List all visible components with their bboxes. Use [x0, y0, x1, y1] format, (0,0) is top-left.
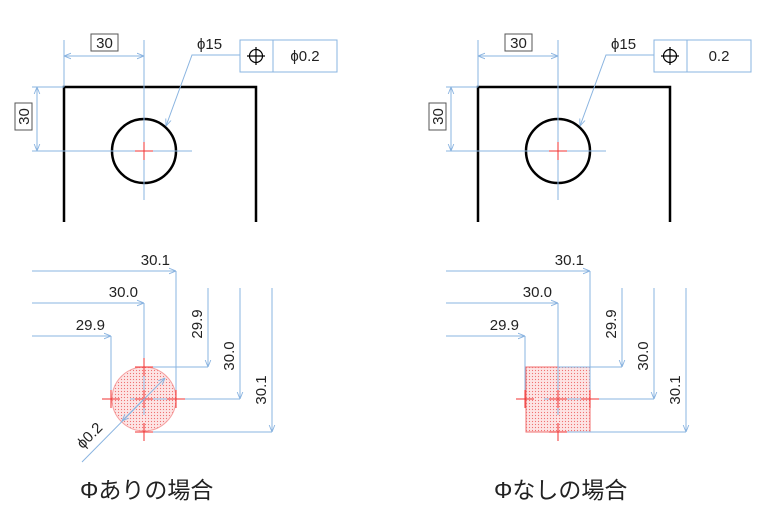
fcf-tolerance: 0.2: [709, 48, 730, 65]
hole-diameter-label: ϕ15: [197, 36, 222, 53]
caption: Φありの場合: [80, 477, 213, 503]
y-dimension-30.1: 30.1: [667, 375, 684, 404]
position-icon: [247, 47, 265, 65]
y-dimension-29.9: 29.9: [603, 309, 620, 338]
x-dimension-30.0: 30.0: [109, 284, 138, 301]
part-outline: [62, 85, 258, 222]
fcf-tolerance: ϕ0.2: [290, 48, 319, 65]
feature-control-frame: ϕ0.2: [239, 39, 338, 73]
basic-dimension-y: 30: [16, 108, 33, 125]
leader-line: [580, 54, 654, 126]
part-drawing: 30 30 ϕ15 ϕ0.2: [14, 33, 338, 222]
x-dimension-29.9: 29.9: [76, 317, 105, 334]
basic-dim-box: [504, 33, 533, 52]
zone-diameter-label: ϕ0.2: [73, 419, 106, 452]
basic-dimension-x: 30: [510, 35, 527, 52]
basic-dimension-y: 30: [430, 108, 447, 125]
basic-dimension-x: 30: [96, 35, 113, 52]
feature-control-frame: 0.2: [653, 39, 752, 73]
y-dimension-30.0: 30.0: [221, 341, 238, 370]
caption: Φなしの場合: [494, 477, 627, 503]
x-dimension-30.0: 30.0: [523, 284, 552, 301]
part-outline: [476, 85, 672, 222]
x-dimension-30.1: 30.1: [555, 252, 584, 269]
basic-dim-box: [90, 33, 119, 52]
position-icon: [661, 47, 679, 65]
basic-dim-box: [428, 102, 447, 131]
part-drawing: 30 30 ϕ15 0.2: [428, 33, 752, 222]
x-dimension-29.9: 29.9: [490, 317, 519, 334]
x-dimension-30.1: 30.1: [141, 252, 170, 269]
leader-line: [166, 54, 240, 126]
y-dimension-29.9: 29.9: [189, 309, 206, 338]
zone-diameter-arrow: [122, 398, 145, 421]
basic-dim-box: [14, 102, 33, 131]
hole-diameter-label: ϕ15: [611, 36, 636, 53]
y-dimension-30.0: 30.0: [635, 341, 652, 370]
y-dimension-30.1: 30.1: [253, 375, 270, 404]
